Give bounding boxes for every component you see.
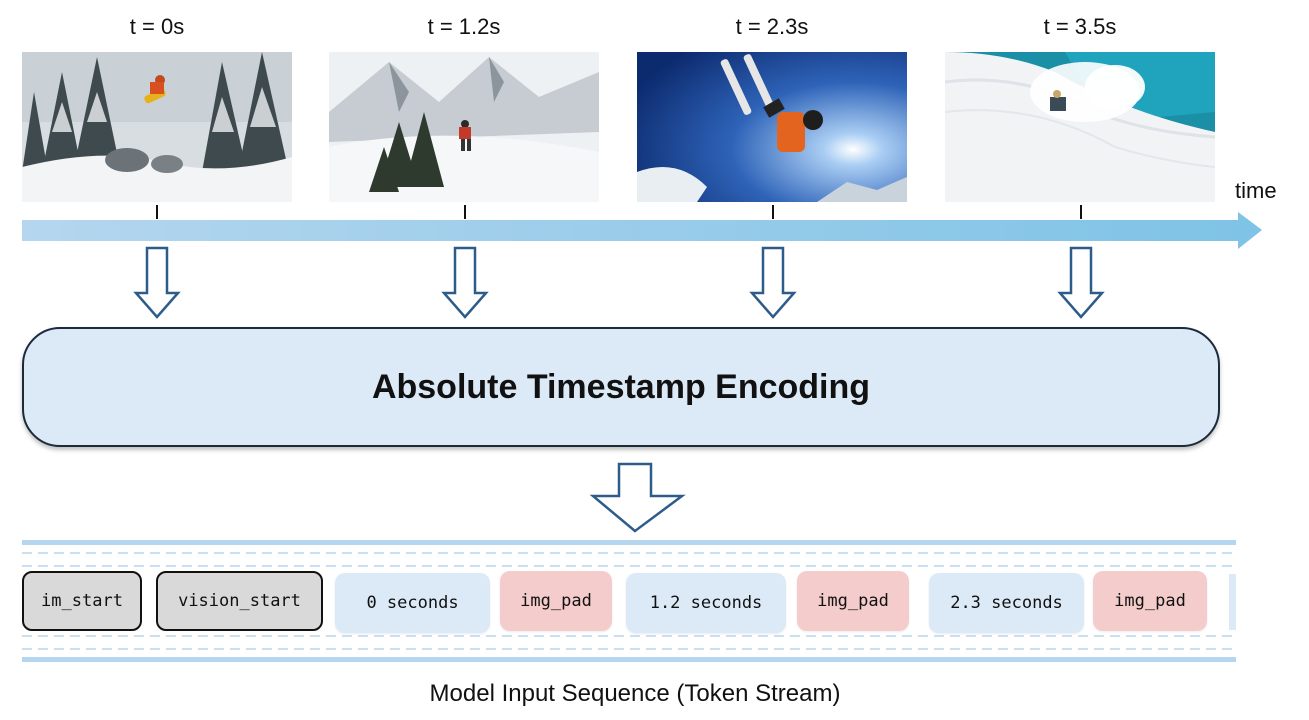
timeline-axis <box>22 205 1262 249</box>
powder-skier-image <box>945 52 1215 202</box>
frame-label-0: t = 0s <box>129 14 185 39</box>
token-timestamp-2: 2.3 seconds <box>929 573 1084 633</box>
video-frame-3 <box>945 52 1215 202</box>
frame-label-1: t = 1.2s <box>427 14 501 39</box>
token-stream-track <box>22 540 1236 662</box>
token-img-pad-0: img_pad <box>500 571 612 631</box>
video-frame-0 <box>22 52 292 202</box>
stream-arrow-icon <box>590 462 686 533</box>
token-stream-caption: Model Input Sequence (Token Stream) <box>429 680 841 707</box>
encoder-title: Absolute Timestamp Encoding <box>371 367 871 406</box>
timeline-label: time <box>1235 178 1277 203</box>
token-timestamp-0: 0 seconds <box>335 573 490 633</box>
down-arrow-3-icon <box>1057 246 1105 319</box>
down-arrows <box>133 246 1105 319</box>
video-frame-1 <box>329 52 599 202</box>
token-timestamp-1: 1.2 seconds <box>626 573 786 633</box>
token-img-pad-1: img_pad <box>797 571 909 631</box>
frame-label-2: t = 2.3s <box>735 14 809 39</box>
video-frame-2 <box>637 52 907 202</box>
down-arrow-2-icon <box>749 246 797 319</box>
frame-label-3: t = 3.5s <box>1043 14 1117 39</box>
token-img-pad-2: img_pad <box>1093 571 1207 631</box>
token-im-start: im_start <box>22 571 142 631</box>
flip-skier-image <box>637 52 907 202</box>
timestamp-encoder-box: Absolute Timestamp Encoding <box>22 327 1220 447</box>
down-arrow-1-icon <box>441 246 489 319</box>
down-arrow-0-icon <box>133 246 181 319</box>
ridge-skier-image <box>329 52 599 202</box>
token-vision-start: vision_start <box>156 571 323 631</box>
timeline-arrowhead <box>1238 212 1262 249</box>
timeline-bar <box>22 220 1240 241</box>
snowboarder-image <box>22 52 292 202</box>
